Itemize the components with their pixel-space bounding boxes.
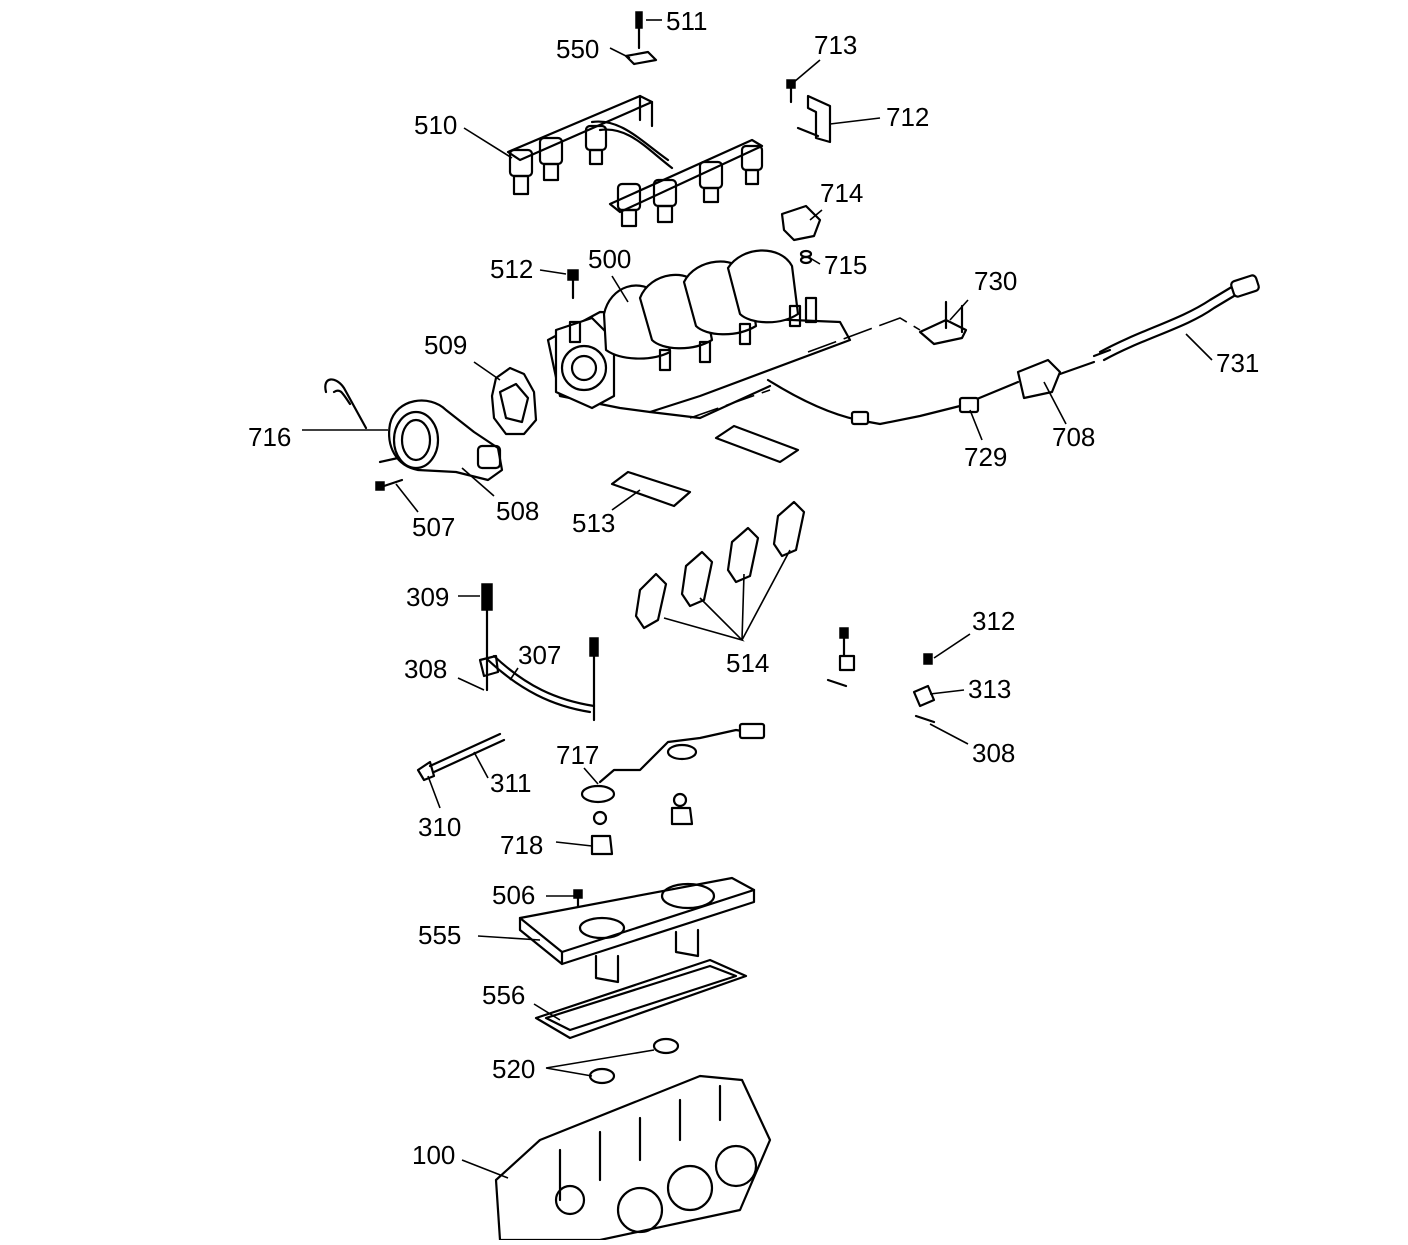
callout-307: 307 [518,640,561,670]
callout-509: 509 [424,330,467,360]
intake-manifold [546,249,852,420]
callout-717: 717 [556,740,599,770]
callout-511: 511 [666,6,707,36]
fuel-rail-assembly [506,94,764,228]
callout-729: 729 [964,442,1007,472]
callout-514: 514 [726,648,769,678]
callout-731: 731 [1216,348,1259,378]
bolt-312 [838,627,933,672]
callout-506: 506 [492,880,535,910]
sensor-714 [780,204,822,242]
callout-715: 715 [824,250,867,280]
callout-508: 508 [496,496,539,526]
bracket-712 [796,94,832,144]
callout-308-right: 308 [972,738,1015,768]
callout-550: 550 [556,34,599,64]
callout-520: 520 [492,1054,535,1084]
callout-507: 507 [412,512,455,542]
callout-712: 712 [886,102,929,132]
bolt-507 [375,478,404,491]
bolt-713 [786,79,796,104]
bolt-309 [481,583,493,692]
callout-312: 312 [972,606,1015,636]
callout-713: 713 [814,30,857,60]
plugs-520 [588,1037,680,1085]
callout-718: 718 [500,830,543,860]
callout-313: 313 [968,674,1011,704]
clip-310 [416,760,436,782]
sensor-717 [580,784,616,804]
callout-leaders [302,19,1213,1179]
callout-730: 730 [974,266,1017,296]
callout-311: 311 [490,768,531,798]
callout-309: 309 [406,582,449,612]
sensor-718 [590,792,694,856]
wire-717 [598,728,762,784]
spacer-313 [912,684,936,708]
valve-708 [1016,358,1062,400]
throttle-body [378,399,504,482]
callout-708: 708 [1052,422,1095,452]
callout-500: 500 [588,244,631,274]
callout-512: 512 [490,254,533,284]
callout-556: 556 [482,980,525,1010]
seal-715 [799,249,813,265]
bracket-308 [478,654,500,678]
bracket-550 [624,50,658,66]
valley-cover [518,876,756,984]
filter-513 [610,470,692,508]
callout-310: 310 [418,812,461,842]
bolt-512 [567,269,579,300]
bolt-511 [635,11,643,50]
bracket-730 [918,300,968,346]
callout-308: 308 [404,654,447,684]
callout-labels: 511 550 713 510 712 714 512 500 715 730 … [248,6,1259,1170]
stud [589,637,599,722]
callout-510: 510 [414,110,457,140]
callout-513: 513 [572,508,615,538]
gasket-509 [490,366,538,436]
callout-716: 716 [248,422,291,452]
engine-block [494,1074,772,1242]
gasket-556 [534,958,748,1040]
callout-100: 100 [412,1140,455,1170]
callout-555: 555 [418,920,461,950]
callout-714: 714 [820,178,863,208]
gaskets-514 [634,500,806,630]
tube-311 [428,732,506,774]
hose-716 [324,378,368,430]
harness-731 [1098,280,1242,354]
